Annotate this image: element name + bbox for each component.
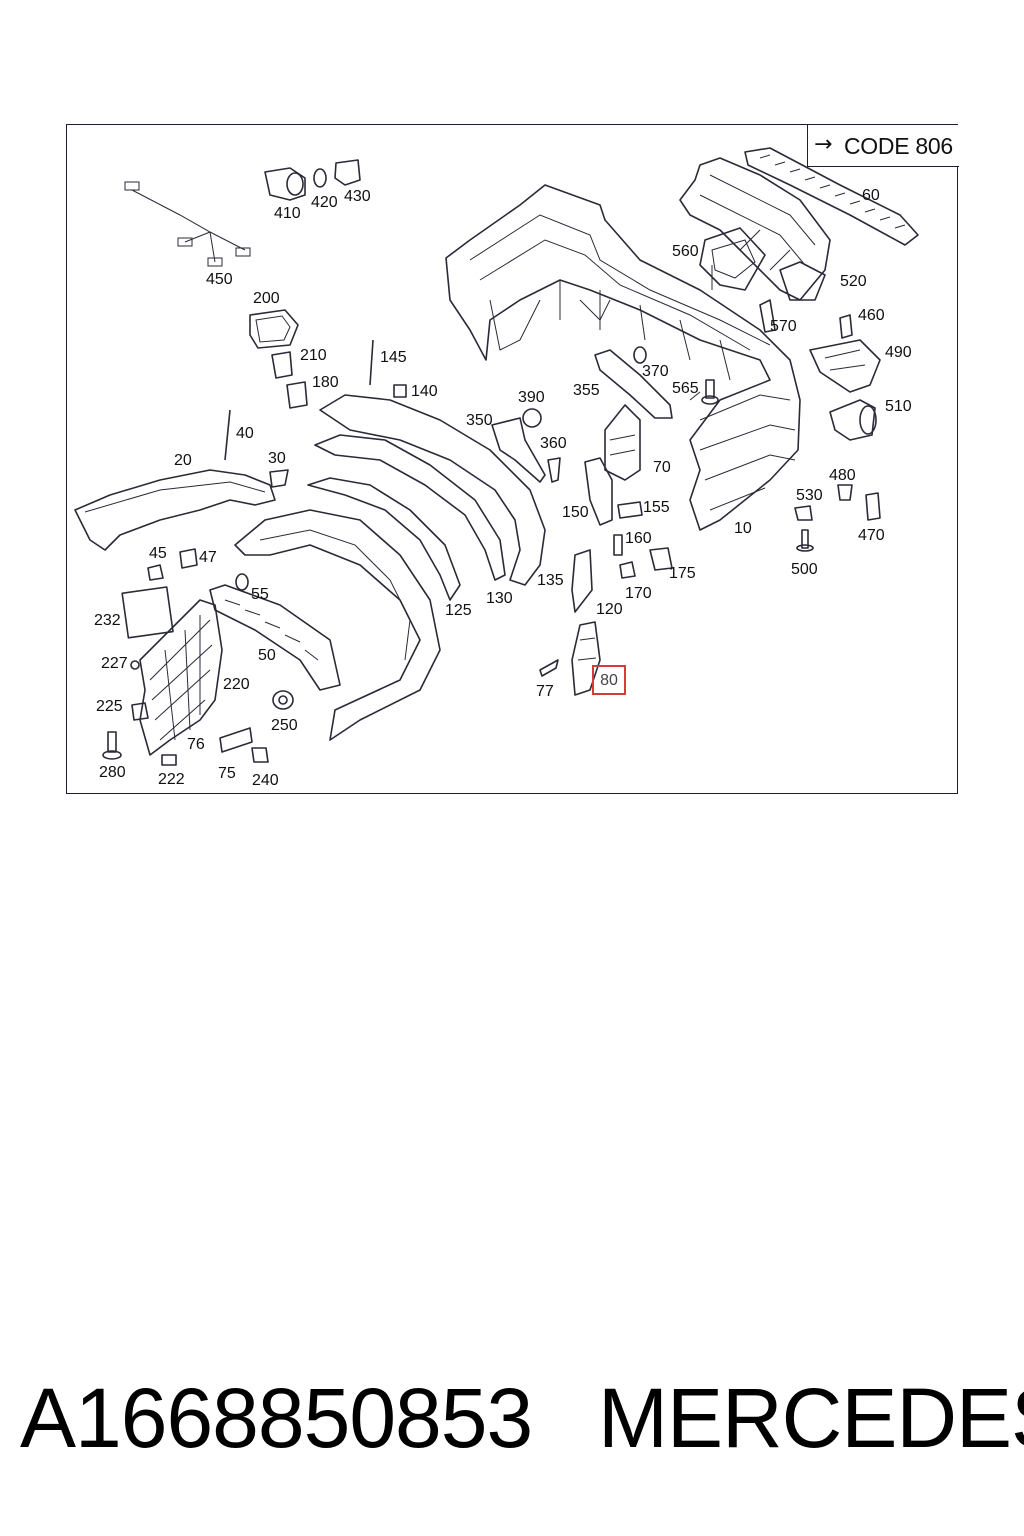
lower-bumper-part (234, 509, 441, 741)
callout-labels: 410 420 430 450 200 210 180 145 140 40 2… (94, 187, 912, 789)
callout-label: 390 (518, 389, 545, 406)
bumper-cover-part (445, 184, 801, 531)
clip-77-part (539, 659, 559, 677)
callout-label: 222 (158, 771, 185, 788)
callout-label: 75 (218, 765, 236, 782)
bracket-80-part (571, 621, 601, 696)
callout-label: 420 (311, 194, 338, 211)
grille-part (744, 147, 919, 246)
callout-label: 370 (642, 363, 669, 380)
callout-label: 160 (625, 530, 652, 547)
callout-label: 250 (271, 717, 298, 734)
callout-label: 350 (466, 412, 493, 429)
callout-label: 145 (380, 349, 407, 366)
callout-label: 480 (829, 467, 856, 484)
bracket-parts (249, 309, 308, 409)
rod-part (369, 339, 374, 386)
energy-absorber-part (209, 573, 341, 691)
clip-part (393, 384, 407, 398)
part-number: A1668850853 (20, 1371, 533, 1465)
side-bracket-parts (571, 404, 673, 613)
callout-label: 76 (187, 736, 205, 753)
fastener-parts (102, 469, 294, 766)
callout-label: 240 (252, 772, 279, 789)
mounting-frame-part (139, 599, 223, 756)
arrow-right-icon: → (814, 132, 833, 157)
callout-label: 60 (862, 187, 880, 204)
code-label: CODE 806 (844, 133, 953, 159)
parking-sensor-part (264, 159, 361, 201)
callout-label: 510 (885, 398, 912, 415)
callout-label: 180 (312, 374, 339, 391)
diagram-frame (66, 124, 958, 794)
callout-label: 530 (796, 487, 823, 504)
pin-part (224, 409, 231, 461)
callout-label: 40 (236, 425, 254, 442)
callout-label: 470 (858, 527, 885, 544)
callout-label: 55 (251, 586, 269, 603)
parts-diagram: 410 420 430 450 200 210 180 145 140 40 2… (74, 147, 919, 789)
callout-label: 77 (536, 683, 554, 700)
callout-label: 140 (411, 383, 438, 400)
callout-label: 130 (486, 590, 513, 607)
callout-label: 410 (274, 205, 301, 222)
callout-label: 450 (206, 271, 233, 288)
callout-label: 360 (540, 435, 567, 452)
callout-label: 50 (258, 647, 276, 664)
callout-label: 225 (96, 698, 123, 715)
callout-label: 280 (99, 764, 126, 781)
callout-label: 155 (643, 499, 670, 516)
callout-label: 520 (840, 273, 867, 290)
callout-label: 70 (653, 459, 671, 476)
callout-label: 120 (596, 601, 623, 618)
callout-label: 220 (223, 676, 250, 693)
callout-label: 135 (537, 572, 564, 589)
callout-label: 227 (101, 655, 128, 672)
callout-label: 47 (199, 549, 217, 566)
callout-label: 210 (300, 347, 327, 364)
callout-label: 30 (268, 450, 286, 467)
callout-label: 355 (573, 382, 600, 399)
callout-label: 565 (672, 380, 699, 397)
callout-label: 430 (344, 188, 371, 205)
right-side-parts (701, 261, 881, 552)
callout-label: 175 (669, 565, 696, 582)
callout-label: 10 (734, 520, 752, 537)
callout-label: 200 (253, 290, 280, 307)
callout-label: 570 (770, 318, 797, 335)
callout-label: 460 (858, 307, 885, 324)
brand-name: MERCEDES (598, 1371, 1024, 1465)
callout-label: 490 (885, 344, 912, 361)
callout-label: 232 (94, 612, 121, 629)
highlighted-part-callout: 80 (592, 665, 626, 695)
bumper-support-part (679, 157, 831, 301)
center-bracket-parts (491, 346, 673, 483)
code-box: → CODE 806 (807, 125, 959, 167)
wire-harness-part (124, 181, 251, 267)
callout-label: 125 (445, 602, 472, 619)
highlighted-part-label: 80 (600, 672, 618, 689)
callout-label: 150 (562, 504, 589, 521)
side-trim-part (74, 469, 276, 551)
callout-label: 500 (791, 561, 818, 578)
trim-strips-part (307, 394, 546, 601)
callout-label: 45 (149, 545, 167, 562)
callout-label: 20 (174, 452, 192, 469)
plate-part (121, 586, 174, 639)
leader-lines (689, 265, 713, 401)
callout-label: 560 (672, 243, 699, 260)
callout-label: 170 (625, 585, 652, 602)
